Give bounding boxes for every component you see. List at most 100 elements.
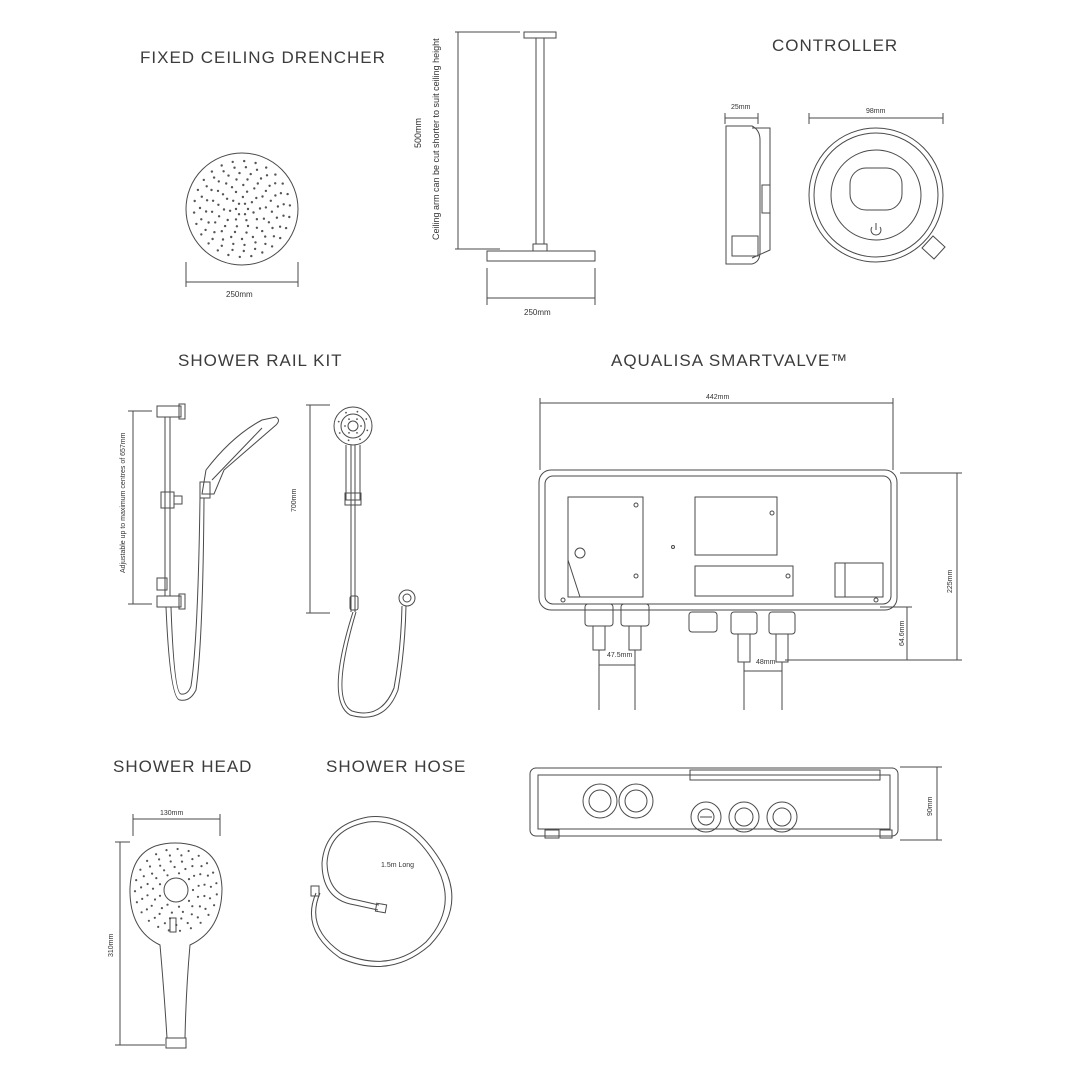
nozzle-dot [146, 894, 149, 897]
nozzle-dot [347, 439, 350, 442]
nozzle-dot [338, 432, 341, 434]
nozzle-dot [252, 211, 255, 214]
nozzle-dot [246, 207, 250, 211]
nozzle-dot [153, 898, 157, 901]
nozzle-dot [344, 425, 346, 427]
nozzle-dot [242, 183, 245, 187]
nozzle-dot [243, 213, 247, 216]
nozzle-dot [191, 865, 194, 868]
shower-head-title: SHOWER HEAD [113, 757, 253, 776]
nozzle-dot [220, 164, 223, 167]
nozzle-dot [220, 244, 223, 247]
shower-hose-drawing [311, 817, 452, 967]
nozzle-dot [258, 207, 262, 210]
nozzle-dot [255, 196, 258, 200]
drencher-plate-width-label: 250mm [524, 308, 551, 317]
nozzle-dot [168, 854, 171, 857]
nozzle-dot [282, 203, 285, 206]
nozzle-dot [274, 182, 277, 185]
smartvalve-front-drawing [539, 398, 962, 710]
nozzle-dot [180, 854, 183, 857]
rail-kit-front-drawing [306, 405, 415, 717]
nozzle-dot [181, 910, 184, 914]
nozzle-dot [209, 885, 212, 888]
nozzle-dot [264, 189, 268, 193]
inlet-spacing-label: 47.5mm [607, 652, 633, 659]
nozzle-dot [234, 190, 238, 194]
nozzle-dot [233, 166, 236, 169]
nozzle-dot [265, 174, 269, 177]
nozzle-dot [243, 202, 247, 205]
nozzle-dot [213, 904, 216, 907]
nozzle-dot [198, 206, 202, 210]
nozzle-dot [279, 192, 283, 195]
nozzle-dot [348, 432, 350, 434]
nozzle-dot [231, 248, 234, 252]
nozzle-dot [225, 182, 228, 185]
nozzle-dot [356, 432, 358, 434]
controller-front-drawing [809, 113, 945, 262]
controller-diameter-label: 98mm [866, 108, 886, 115]
nozzle-dot [237, 202, 241, 205]
nozzle-dot [187, 878, 191, 881]
nozzle-dot [210, 188, 213, 192]
nozzle-dot [220, 230, 223, 233]
nozzle-dot [276, 205, 280, 208]
nozzle-dot [279, 236, 282, 240]
nozzle-dot [210, 170, 214, 173]
nozzle-dot [268, 184, 271, 187]
nozzle-dot [141, 897, 144, 901]
nozzle-dot [196, 188, 200, 192]
nozzle-dot [205, 199, 209, 202]
controller-title: CONTROLLER [772, 36, 899, 55]
nozzle-dot [227, 174, 230, 177]
nozzle-dot [204, 907, 207, 911]
nozzle-dot [222, 208, 226, 211]
nozzle-dot [345, 411, 347, 414]
nozzle-dot [142, 875, 145, 878]
nozzle-dot [253, 187, 256, 190]
nozzle-dot [150, 904, 153, 907]
nozzle-dot [269, 199, 272, 202]
nozzle-dot [177, 905, 181, 908]
nozzle-dot [366, 429, 369, 432]
nozzle-dot [193, 874, 196, 877]
nozzle-dot [197, 884, 200, 887]
nozzle-dot [284, 226, 288, 230]
nozzle-dot [221, 238, 225, 241]
nozzle-dot [206, 874, 209, 877]
nozzle-dot [286, 192, 289, 196]
nozzle-dot [187, 899, 191, 903]
nozzle-dot [245, 231, 248, 234]
nozzle-dot [146, 882, 149, 886]
nozzle-dot [232, 242, 235, 246]
nozzle-dot [270, 210, 274, 213]
nozzle-dot [139, 868, 142, 871]
nozzle-dot [235, 225, 239, 228]
power-icon [871, 223, 881, 235]
shower-head-width-label: 130mm [160, 810, 184, 817]
nozzle-dot [191, 905, 194, 908]
nozzle-dot [231, 160, 234, 164]
nozzle-dot [228, 209, 232, 212]
nozzle-dot [211, 199, 215, 202]
shower-head-drawing [115, 814, 222, 1048]
nozzle-dot [153, 916, 156, 919]
nozzle-dot [176, 847, 179, 851]
nozzle-dot [274, 194, 277, 197]
nozzle-dot [272, 235, 276, 238]
nozzle-dot [200, 865, 203, 868]
nozzle-dot [288, 215, 291, 219]
nozzle-dot [151, 872, 154, 875]
nozzle-dot [261, 229, 264, 233]
nozzle-dot [281, 182, 284, 185]
drencher-head-width-label: 250mm [226, 290, 253, 299]
nozzle-dot [200, 218, 203, 221]
nozzle-dot [167, 929, 170, 932]
nozzle-dot [337, 420, 340, 423]
nozzle-dot [271, 226, 274, 230]
nozzle-dot [178, 929, 182, 932]
nozzle-dot [246, 224, 250, 228]
smartvalve-bottom-drawing [530, 767, 942, 840]
nozzle-dot [223, 224, 227, 228]
